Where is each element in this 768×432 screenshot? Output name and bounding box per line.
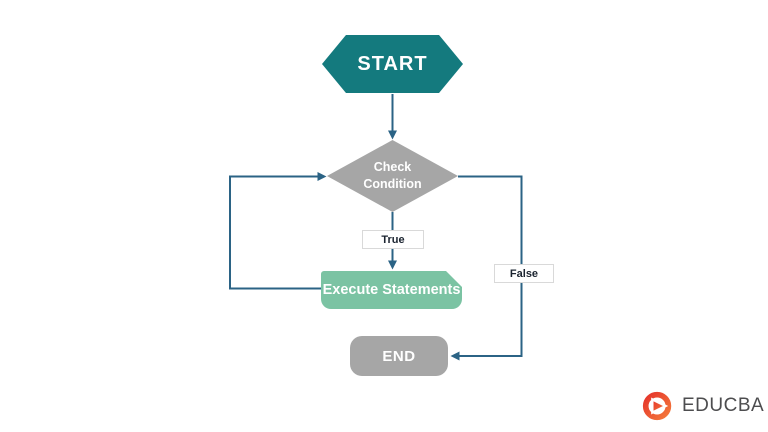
- decision-node-label: Check Condition: [363, 160, 422, 191]
- true-branch-label: True: [362, 230, 424, 249]
- logo-text: EDUCBA: [682, 395, 765, 416]
- false-branch-label: False: [494, 264, 554, 283]
- start-node-label: START: [357, 52, 428, 75]
- educba-logo: EDUCBA: [641, 388, 764, 424]
- process-node-label: Execute Statements: [322, 282, 461, 298]
- educba-logo-icon: [642, 391, 672, 421]
- decision-node: Check Condition: [327, 140, 458, 212]
- connector-loop-back: [229, 172, 327, 290]
- end-node: END: [350, 336, 448, 376]
- process-node: Execute Statements: [321, 271, 462, 309]
- end-node-label: END: [382, 347, 416, 365]
- start-node: START: [322, 35, 463, 93]
